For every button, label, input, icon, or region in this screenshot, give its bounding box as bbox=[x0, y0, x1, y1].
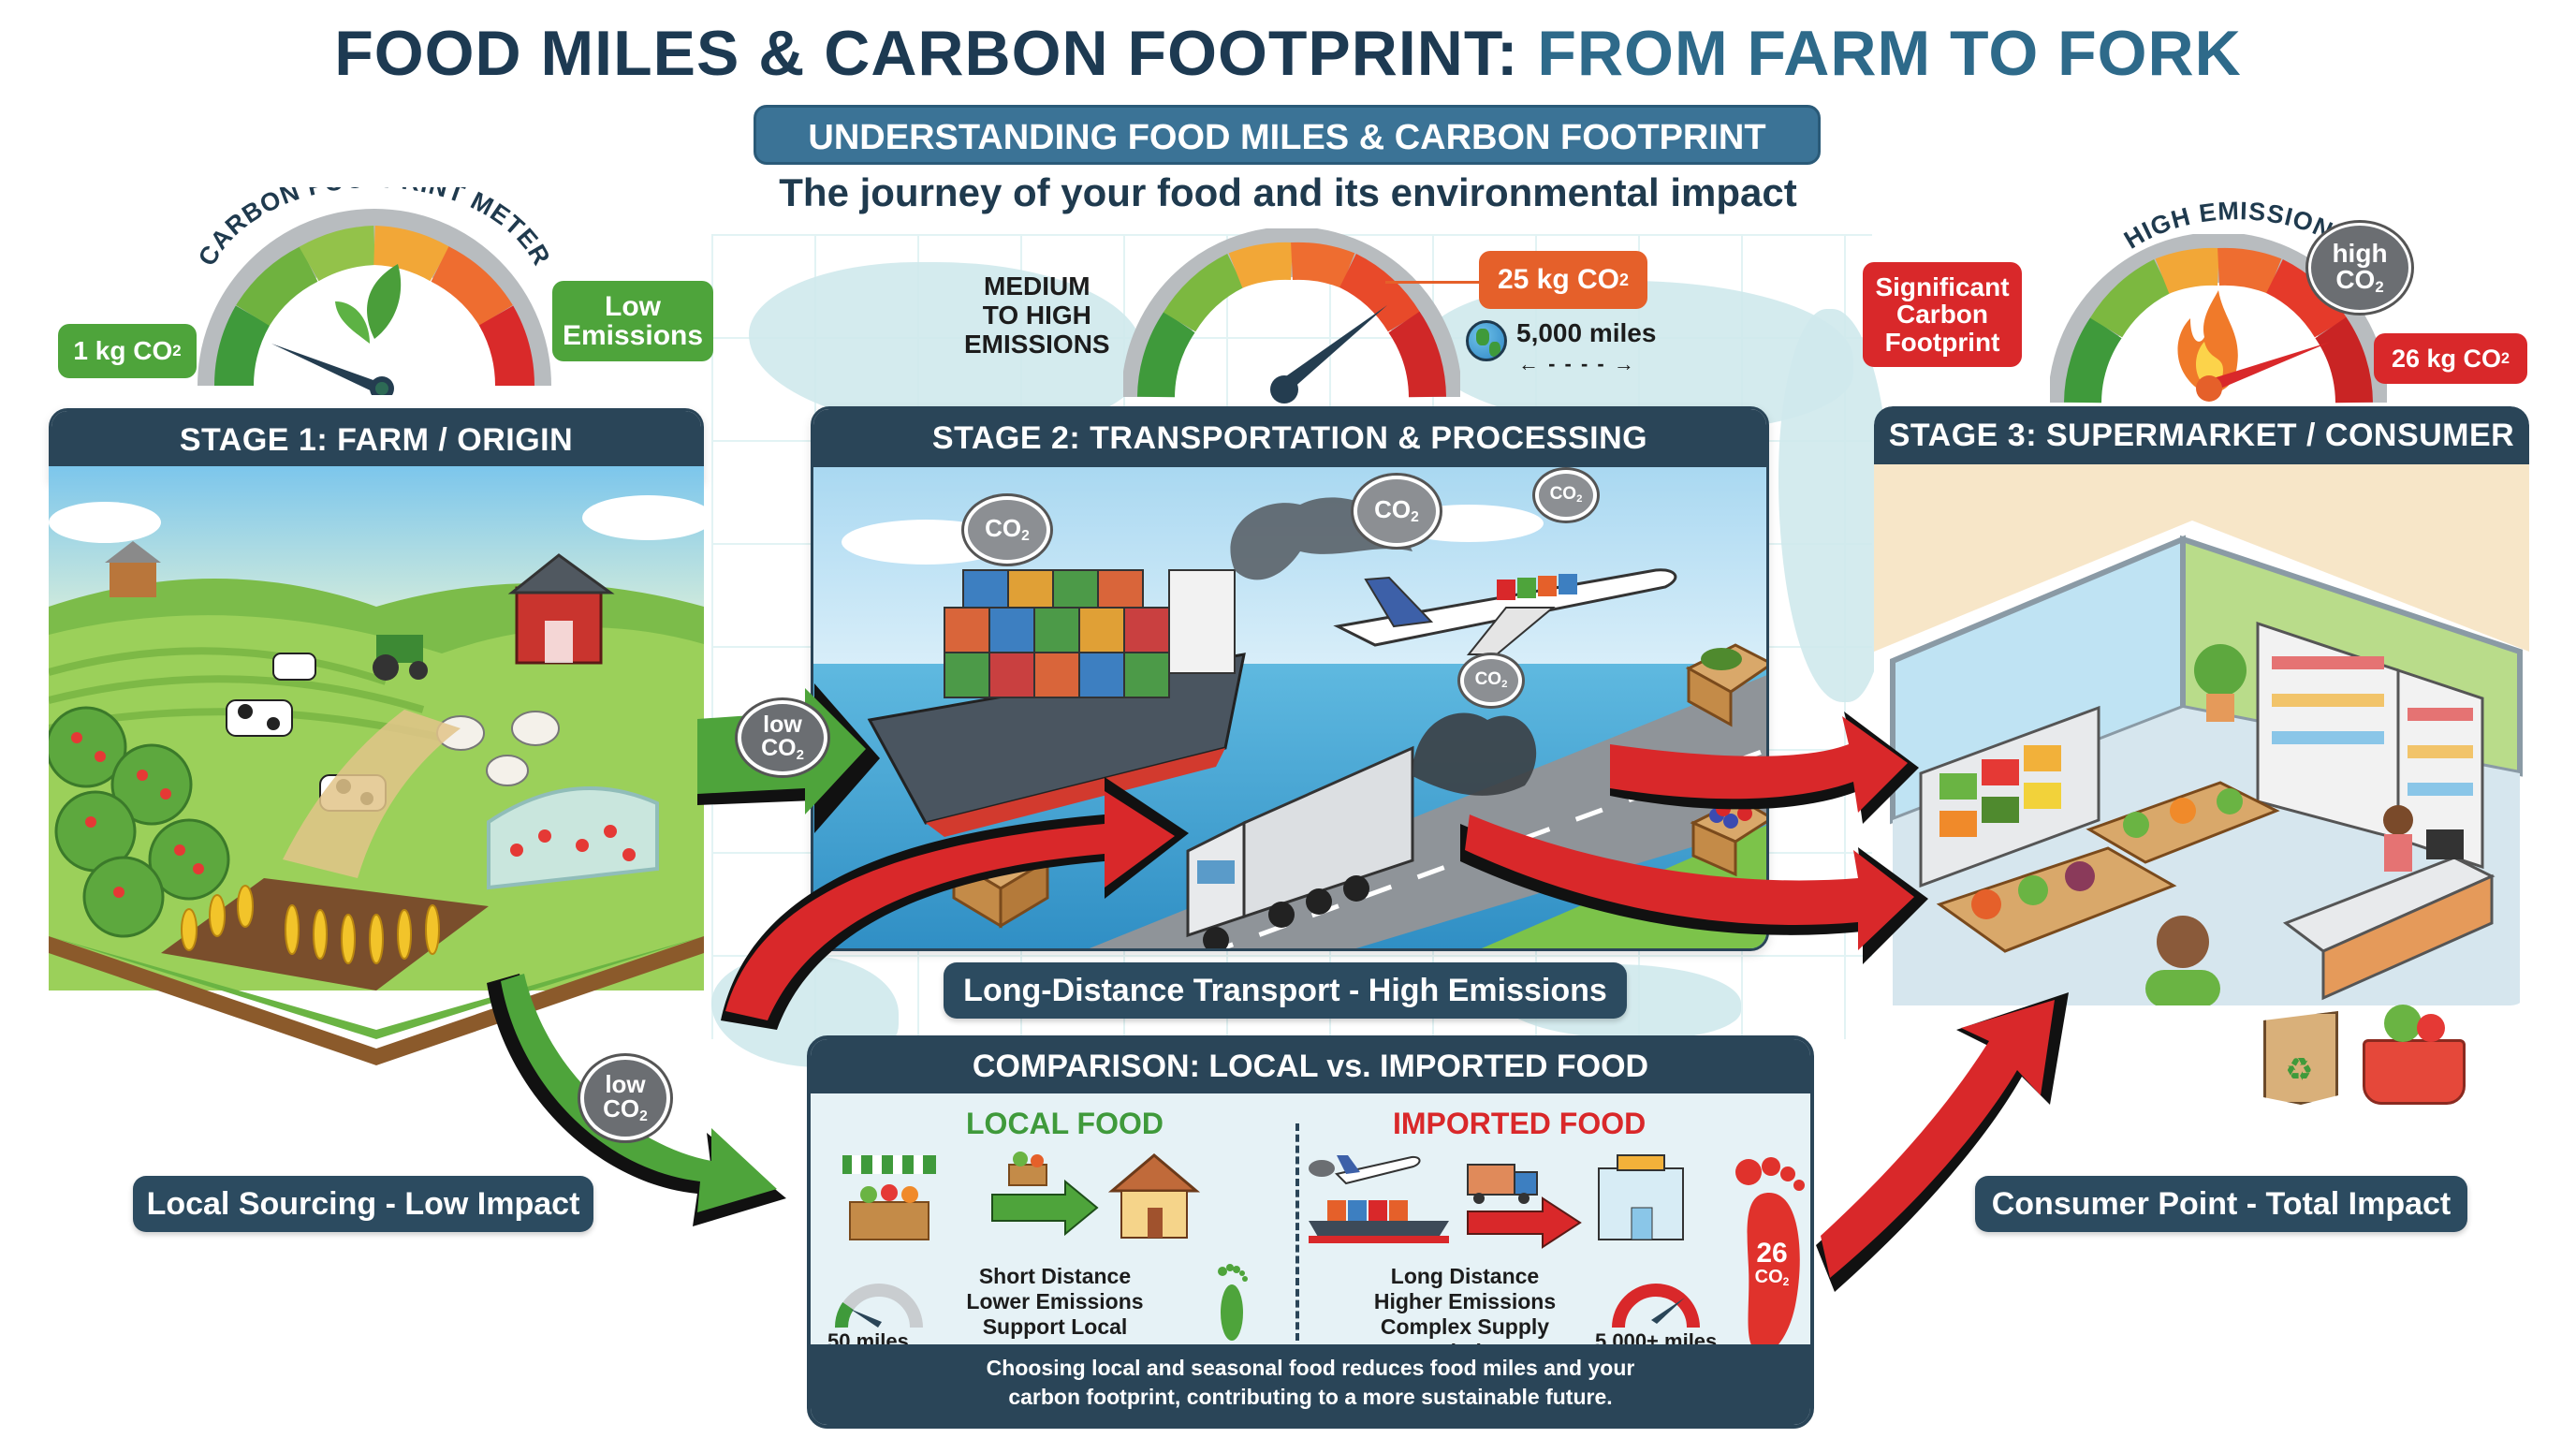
gauge-arc-icon bbox=[2050, 234, 2387, 404]
imported-food-title: IMPORTED FOOD bbox=[1393, 1107, 1647, 1140]
co2-cloud-icon: CO2 bbox=[1354, 476, 1440, 547]
stage-2-caption: Long-Distance Transport - High Emissions bbox=[944, 962, 1627, 1019]
stage-3-caption: Consumer Point - Total Impact bbox=[1975, 1176, 2467, 1232]
cargo-ship-icon bbox=[1309, 1200, 1449, 1243]
carbon-meter-gauge-low bbox=[197, 208, 552, 395]
airplane-icon bbox=[1309, 1155, 1421, 1185]
page-title: FOOD MILES & CARBON FOOTPRINT: FROM FARM… bbox=[0, 17, 2576, 90]
veg-crate-icon bbox=[1008, 1152, 1047, 1186]
local-food-title: LOCAL FOOD bbox=[966, 1107, 1164, 1140]
recycle-icon: ♻ bbox=[2285, 1052, 2314, 1088]
transport-illustration bbox=[813, 467, 1766, 948]
co2-cloud-icon: CO2 bbox=[1460, 655, 1522, 706]
distance-label: 5,000 miles bbox=[1516, 318, 1657, 347]
gauge-arc-icon bbox=[198, 209, 551, 395]
arc-title-text: CARBON FOOTPRINT METER bbox=[193, 187, 556, 271]
svg-text:CARBON FOOTPRINT METER: CARBON FOOTPRINT METER bbox=[193, 187, 556, 271]
co2-cloud-icon: CO2 bbox=[964, 496, 1050, 564]
carbon-meter-gauge-medium-high bbox=[1123, 228, 1460, 406]
supermarket-icon bbox=[1598, 1154, 1684, 1240]
supermarket-illustration bbox=[1874, 464, 2529, 1005]
green-footprint-icon bbox=[1215, 1260, 1249, 1344]
stage-3-title: STAGE 3: SUPERMARKET / CONSUMER bbox=[1874, 406, 2529, 464]
title-accent-text: FROM FARM TO FORK bbox=[1537, 18, 2242, 89]
comparison-title: COMPARISON: LOCAL vs. IMPORTED FOOD bbox=[811, 1039, 1810, 1093]
subtitle-banner: UNDERSTANDING FOOD MILES & CARBON FOOTPR… bbox=[754, 105, 1821, 165]
delivery-truck-icon bbox=[1467, 1164, 1538, 1204]
title-main-text: FOOD MILES & CARBON FOOTPRINT: bbox=[334, 18, 1538, 89]
map-continent bbox=[749, 262, 1142, 431]
shopping-basket-icon bbox=[2363, 1005, 2466, 1105]
globe-icon bbox=[1466, 320, 1507, 361]
carbon-meter-gauge-high bbox=[2050, 234, 2387, 412]
medium-high-emissions-label: MEDIUM TO HIGH EMISSIONS bbox=[964, 271, 1110, 359]
imported-supply-chain-icons bbox=[1309, 1154, 1684, 1249]
low-miles-gauge-icon bbox=[827, 1273, 930, 1339]
stage-3-panel: STAGE 3: SUPERMARKET / CONSUMER bbox=[1874, 406, 2529, 1005]
double-arrow-icon: ← - - - - → bbox=[1518, 352, 1636, 375]
imported-point: Higher Emissions bbox=[1373, 1289, 1557, 1313]
local-supply-chain-icons bbox=[842, 1152, 1201, 1240]
tagline: The journey of your food and its environ… bbox=[779, 170, 1797, 214]
red-footprint-icon: 26 CO2 bbox=[1730, 1155, 1808, 1361]
local-point: Short Distance bbox=[978, 1264, 1132, 1288]
co2-cloud-icon: CO2 bbox=[1535, 470, 1597, 521]
stage-1-title: STAGE 1: FARM / ORIGIN bbox=[51, 411, 701, 469]
green-arrow-icon bbox=[991, 1179, 1099, 1237]
local-point: Lower Emissions bbox=[966, 1289, 1144, 1313]
high-miles-gauge-icon bbox=[1604, 1273, 1707, 1339]
market-stall-icon bbox=[842, 1155, 936, 1240]
comparison-footer-message: Choosing local and seasonal food reduces… bbox=[811, 1344, 1810, 1425]
farm-illustration bbox=[49, 466, 704, 990]
imported-point: Long Distance bbox=[1390, 1264, 1540, 1288]
farm-ground-edge bbox=[49, 936, 704, 1065]
red-arrow-icon bbox=[1467, 1196, 1582, 1249]
house-icon bbox=[1107, 1153, 1201, 1239]
value-connector-line bbox=[1385, 281, 1488, 284]
comparison-panel: COMPARISON: LOCAL vs. IMPORTED FOOD LOCA… bbox=[807, 1035, 1814, 1429]
stage-2-title: STAGE 2: TRANSPORTATION & PROCESSING bbox=[813, 409, 1766, 467]
footprint-value: 26 CO2 bbox=[1754, 1238, 1790, 1288]
stage-1-caption: Local Sourcing - Low Impact bbox=[133, 1176, 593, 1232]
gauge-arc-icon bbox=[1123, 228, 1460, 404]
paper-bag-icon: ♻ bbox=[2263, 1011, 2338, 1105]
map-continent bbox=[1778, 309, 1891, 702]
stage-2-panel: STAGE 2: TRANSPORTATION & PROCESSING bbox=[811, 406, 1769, 951]
column-divider bbox=[1295, 1123, 1299, 1341]
